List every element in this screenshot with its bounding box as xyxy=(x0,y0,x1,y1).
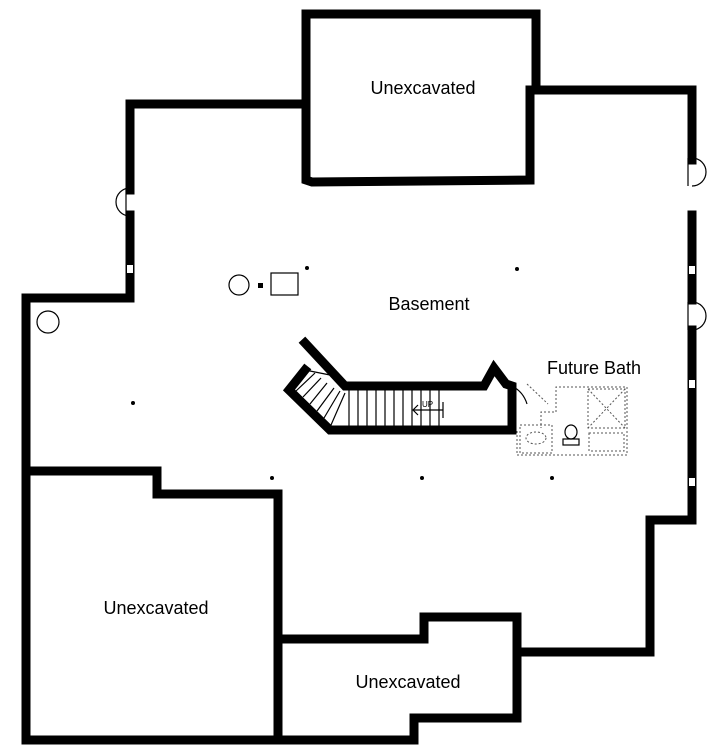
label-basement: Basement xyxy=(388,294,469,314)
future-bath-fixtures xyxy=(511,383,628,456)
toilet-icon xyxy=(564,424,578,440)
water-heater-icon xyxy=(228,274,250,296)
window-right-upper xyxy=(691,157,707,187)
sump-pit-icon xyxy=(36,310,60,334)
unexcavated-bottom-wall xyxy=(273,634,522,745)
furnace-icon xyxy=(270,272,299,296)
unexcavated-top-wall xyxy=(301,9,541,109)
basement-outer-wall xyxy=(21,85,697,657)
stair-wall xyxy=(282,336,517,435)
wall-vent-right-3 xyxy=(689,478,695,486)
window-left xyxy=(115,187,131,217)
label-unexcavated-top: Unexcavated xyxy=(370,78,475,98)
column xyxy=(131,401,135,405)
wall-vent-left xyxy=(127,265,133,273)
column xyxy=(420,476,424,480)
label-unexcavated-left: Unexcavated xyxy=(103,598,208,618)
stair-treads xyxy=(295,369,440,426)
column xyxy=(270,476,274,480)
wall-vent-right-1 xyxy=(689,266,695,274)
stair-up-arrow xyxy=(412,402,444,418)
column xyxy=(515,267,519,271)
column xyxy=(305,266,309,270)
window-right-lower xyxy=(691,301,707,331)
utility-marker xyxy=(258,283,263,288)
label-future-bath: Future Bath xyxy=(547,358,641,378)
stair-up-label: UP xyxy=(422,400,433,409)
label-unexcavated-bottom: Unexcavated xyxy=(355,672,460,692)
column xyxy=(550,476,554,480)
wall-vent-right-2 xyxy=(689,380,695,388)
